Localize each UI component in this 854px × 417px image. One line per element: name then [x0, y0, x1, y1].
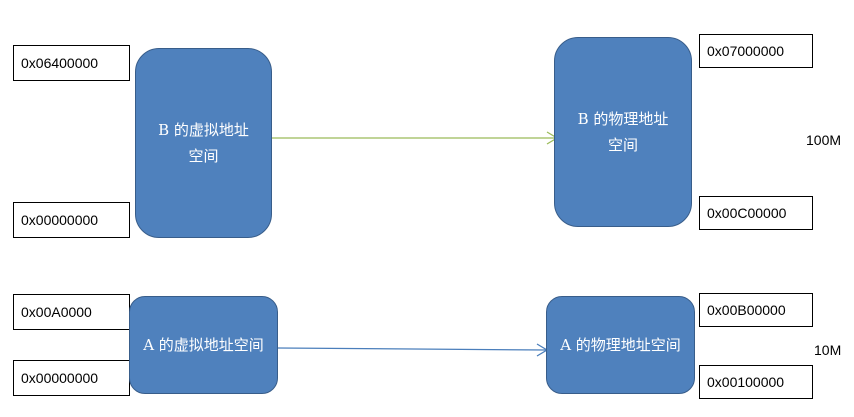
a-virtual-low-address: 0x00000000: [13, 360, 130, 396]
b-physical-address-space-box: B 的物理地址空间: [554, 37, 692, 227]
mapping-arrow-a: [277, 343, 549, 357]
b-virtual-high-address: 0x06400000: [13, 45, 130, 81]
b-physical-box-label: B 的物理地址空间: [577, 110, 669, 154]
a-virtual-address-space-box: A 的虚拟地址空间: [129, 296, 278, 394]
b-virtual-box-label: B 的虚拟地址空间: [158, 121, 249, 165]
b-virtual-address-space-box: B 的虚拟地址空间: [135, 48, 272, 238]
b-virtual-low-address: 0x00000000: [13, 202, 130, 238]
a-physical-box-label: A 的物理地址空间: [560, 336, 681, 354]
b-physical-high-address: 0x07000000: [699, 34, 813, 68]
mapping-arrow-b: [272, 131, 559, 145]
a-size-label: 10M: [814, 342, 842, 358]
a-virtual-box-label: A 的虚拟地址空间: [143, 336, 264, 354]
a-virtual-high-address: 0x00A0000: [13, 294, 130, 330]
b-physical-low-address: 0x00C00000: [699, 196, 813, 230]
a-physical-low-address: 0x00100000: [699, 365, 813, 399]
a-physical-address-space-box: A 的物理地址空间: [546, 296, 695, 394]
a-physical-high-address: 0x00B00000: [699, 293, 813, 327]
b-size-label: 100M: [806, 132, 842, 148]
